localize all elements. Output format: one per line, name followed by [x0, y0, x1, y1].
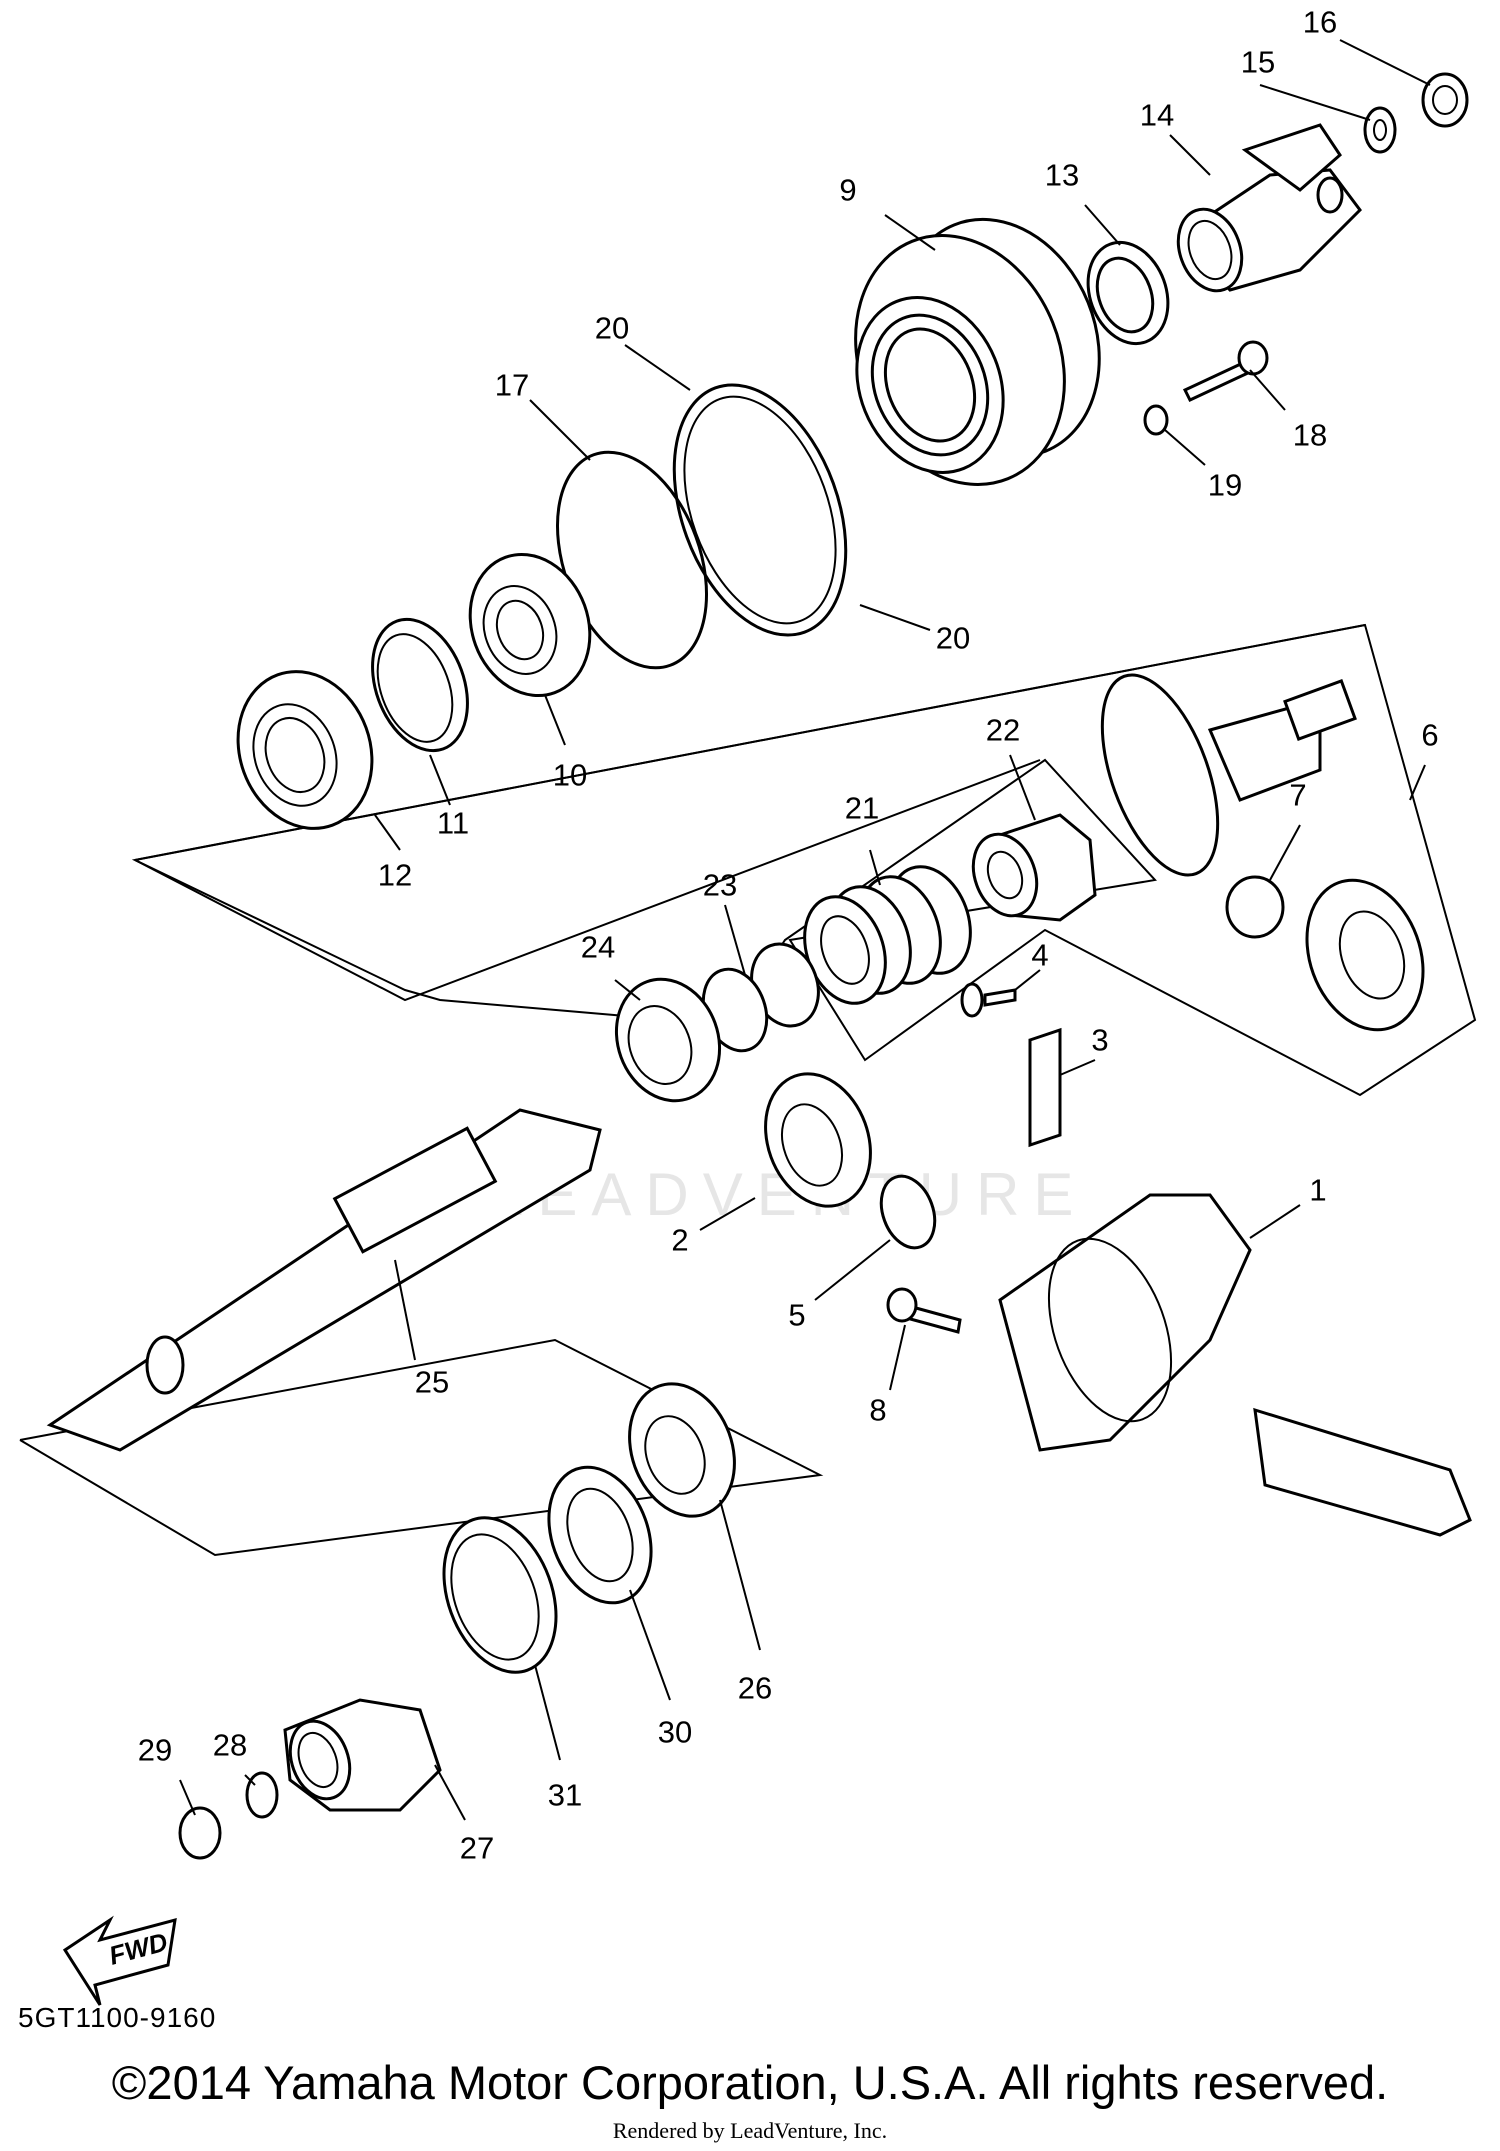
callout-12: 12	[378, 858, 412, 893]
callout-5: 5	[788, 1298, 805, 1333]
callout-11: 11	[437, 806, 469, 841]
universal-joint-yoke	[283, 1698, 442, 1812]
callout-2: 2	[671, 1223, 688, 1258]
shim	[879, 1174, 937, 1250]
callout-13: 13	[1045, 158, 1079, 193]
universal-joint-yoke	[1176, 123, 1362, 293]
callout-20-bottom: 20	[936, 621, 970, 656]
bolt	[886, 1287, 962, 1334]
drive-shaft	[46, 1108, 602, 1452]
leader-lines	[179, 39, 1431, 1821]
bearing	[236, 670, 374, 830]
bearing	[468, 552, 592, 698]
oil-seal	[1086, 240, 1170, 346]
washer	[1363, 106, 1397, 154]
callout-28: 28	[213, 1728, 247, 1763]
plate	[1028, 1027, 1062, 1148]
callout-15: 15	[1241, 45, 1275, 80]
shim	[672, 383, 848, 637]
needle-bearing	[371, 617, 469, 753]
bearing	[764, 1072, 872, 1208]
ring-nut	[547, 1465, 653, 1605]
callout-21: 21	[845, 791, 879, 826]
callout-16: 16	[1303, 5, 1337, 40]
spring	[803, 865, 972, 1005]
callout-22: 22	[986, 713, 1020, 748]
callout-9: 9	[839, 173, 856, 208]
callout-3: 3	[1091, 1023, 1108, 1058]
forward-direction-arrow-icon: FWD	[62, 1915, 177, 2006]
callout-10: 10	[553, 758, 587, 793]
bolt	[1182, 340, 1269, 402]
nut	[178, 1806, 222, 1860]
callout-4: 4	[1031, 938, 1048, 973]
gear-set	[1100, 673, 1425, 1032]
callout-7: 7	[1289, 778, 1306, 813]
callout-labels: 1 2 3 4 5 6 7 8 9 10 11 12 13 14 15 16 1…	[138, 5, 1439, 1866]
callout-8: 8	[869, 1393, 886, 1428]
bearing-housing	[854, 217, 1101, 486]
callout-19: 19	[1208, 468, 1242, 503]
rendered-by-credit: Rendered by LeadVenture, Inc.	[612, 2118, 888, 2143]
callout-27: 27	[460, 1831, 494, 1866]
callout-18: 18	[1293, 418, 1327, 453]
callout-1: 1	[1309, 1173, 1326, 1208]
screw	[960, 982, 1017, 1018]
callout-29: 29	[138, 1733, 172, 1768]
callout-25: 25	[415, 1365, 449, 1400]
clutch-cam	[971, 813, 1097, 922]
callout-20-top: 20	[595, 311, 629, 346]
nut	[1421, 72, 1469, 128]
nut	[1225, 875, 1285, 939]
outline-line	[134, 759, 1041, 1002]
callout-30: 30	[658, 1715, 692, 1750]
copyright-notice: ©2014 Yamaha Motor Corporation, U.S.A. A…	[111, 2056, 1389, 2109]
subassembly-outline-upper	[131, 623, 1477, 1097]
oil-seal	[442, 1516, 558, 1674]
washer	[1143, 404, 1169, 436]
subassembly-outline-lower	[19, 1338, 824, 1557]
callout-24: 24	[581, 930, 615, 965]
washer	[245, 1771, 279, 1819]
callout-14: 14	[1140, 98, 1174, 133]
callout-31: 31	[548, 1778, 582, 1813]
pinion-shaft	[1253, 1407, 1472, 1537]
callout-17: 17	[495, 368, 529, 403]
diagram-code: 5GT1100-9160	[18, 2002, 217, 2033]
collar	[701, 942, 820, 1053]
callout-6: 6	[1421, 718, 1438, 753]
bearing	[628, 1382, 736, 1518]
callout-23: 23	[703, 868, 737, 903]
bearing	[614, 977, 722, 1103]
callout-26: 26	[738, 1671, 772, 1706]
gear-case	[998, 1193, 1252, 1452]
